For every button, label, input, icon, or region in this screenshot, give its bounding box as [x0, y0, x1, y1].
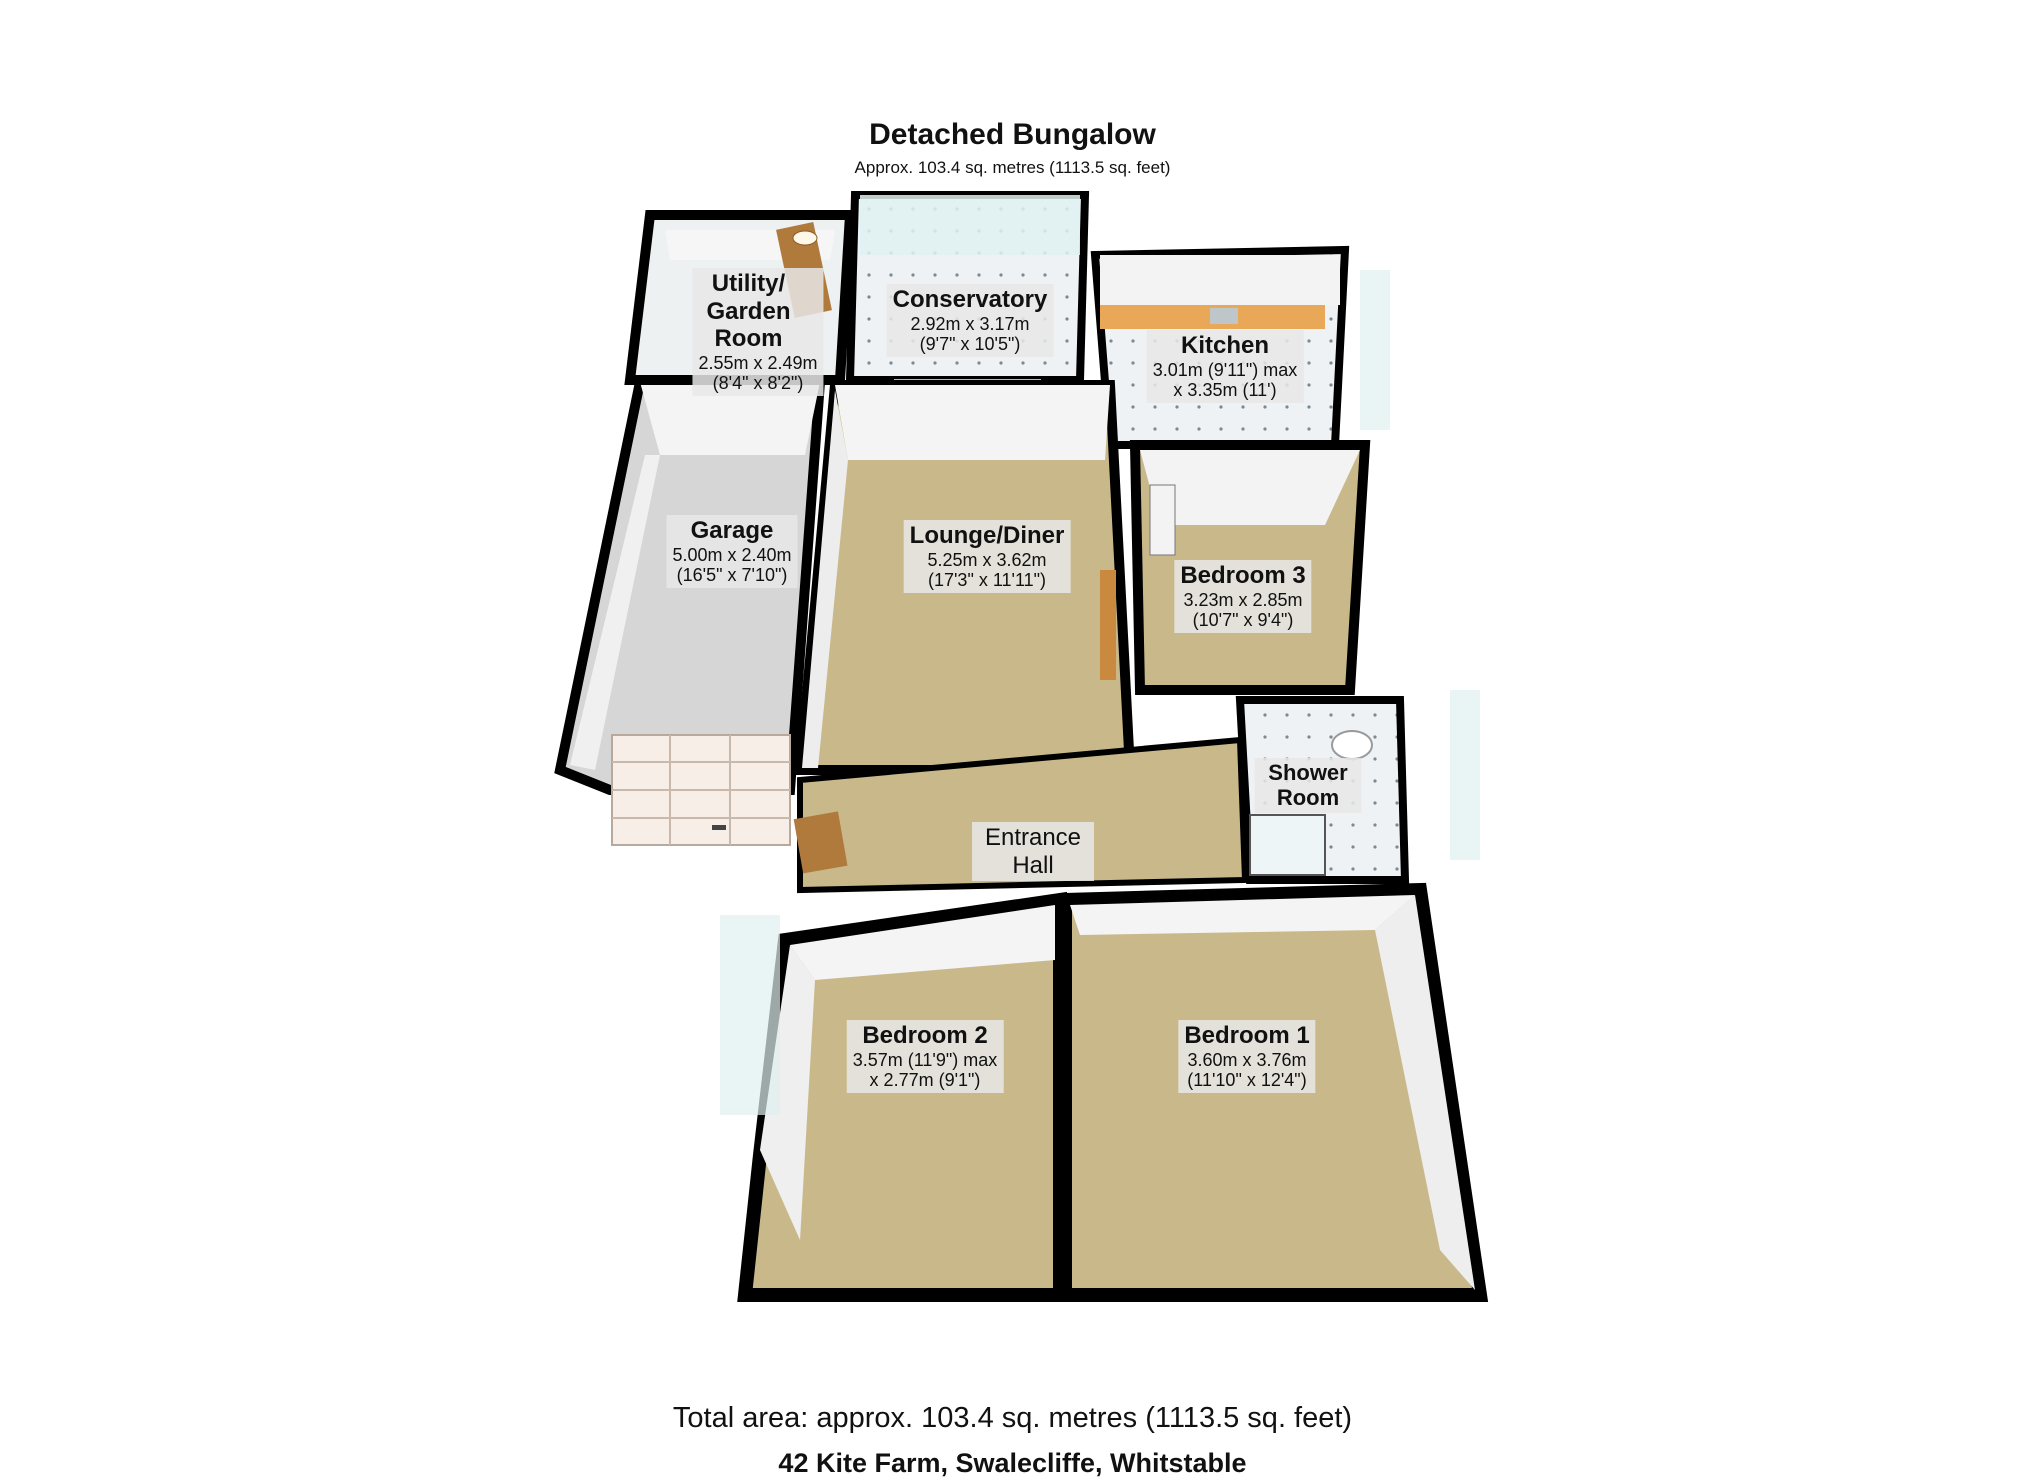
room-label-conservatory: Conservatory 2.92m x 3.17m (9'7" x 10'5"…: [886, 284, 1054, 357]
page-title: Detached Bungalow: [869, 118, 1156, 151]
room-name: Bedroom 3: [1180, 562, 1306, 589]
windows: [720, 270, 1480, 1115]
room-dimensions: 3.01m (9'11") max: [1152, 359, 1298, 380]
room-dimensions: 3.57m (11'9") max: [852, 1049, 998, 1070]
room-label-bedroom-1: Bedroom 1 3.60m x 3.76m (11'10" x 12'4"): [1178, 1020, 1316, 1093]
room-label-hall: Entrance Hall: [972, 822, 1094, 882]
room-label-lounge: Lounge/Diner 5.25m x 3.62m (17'3" x 11'1…: [903, 520, 1071, 593]
room-label-bedroom-2: Bedroom 2 3.57m (11'9") max x 2.77m (9'1…: [846, 1020, 1004, 1093]
room-name: Entrance Hall: [984, 824, 1082, 879]
total-area-caption: Total area: approx. 103.4 sq. metres (11…: [672, 1402, 1353, 1434]
room-dimensions: 5.25m x 3.62m: [927, 549, 1047, 570]
room-dimensions: 2.55m x 2.49m: [698, 352, 818, 373]
room-dimensions-imperial: (11'10" x 12'4"): [1187, 1070, 1307, 1091]
property-address: 42 Kite Farm, Swalecliffe, Whitstable: [778, 1448, 1247, 1478]
room-label-shower: Shower Room: [1254, 758, 1362, 813]
bedroom-2-room: [737, 891, 1067, 1302]
room-dimensions-imperial: x 3.35m (11'): [1173, 380, 1277, 401]
room-dimensions: 3.23m x 2.85m: [1183, 589, 1303, 610]
room-dimensions: 5.00m x 2.40m: [672, 544, 792, 565]
room-dimensions: 3.60m x 3.76m: [1187, 1049, 1307, 1070]
room-dimensions-imperial: (10'7" x 9'4"): [1192, 610, 1294, 631]
room-dimensions-imperial: (16'5" x 7'10"): [676, 565, 788, 586]
room-dimensions: 2.92m x 3.17m: [910, 313, 1030, 334]
entrance-hall: [793, 736, 1249, 894]
room-dimensions-imperial: x 2.77m (9'1"): [869, 1070, 981, 1091]
room-label-bedroom-3: Bedroom 3 3.23m x 2.85m (10'7" x 9'4"): [1174, 560, 1312, 633]
garage-door: [611, 734, 791, 846]
page-subtitle: Approx. 103.4 sq. metres (1113.5 sq. fee…: [854, 158, 1171, 177]
room-dimensions-imperial: (17'3" x 11'11"): [927, 570, 1047, 591]
room-label-garage: Garage 5.00m x 2.40m (16'5" x 7'10"): [666, 515, 798, 588]
lounge-room: [794, 380, 1136, 775]
room-name: Bedroom 1: [1184, 1022, 1310, 1049]
room-label-utility: Utility/ Garden Room 2.55m x 2.49m (8'4"…: [692, 268, 824, 397]
room-name: Utility/ Garden Room: [706, 270, 791, 353]
room-dimensions-imperial: (9'7" x 10'5"): [919, 334, 1021, 355]
room-label-kitchen: Kitchen 3.01m (9'11") max x 3.35m (11'): [1146, 330, 1304, 403]
room-name: Lounge/Diner: [909, 522, 1065, 549]
room-dimensions-imperial: (8'4" x 8'2"): [712, 373, 804, 394]
room-name: Kitchen: [1180, 332, 1270, 359]
room-name: Shower Room: [1268, 760, 1348, 811]
room-name: Bedroom 2: [862, 1022, 988, 1049]
room-name: Garage: [690, 517, 774, 544]
room-name: Conservatory: [892, 286, 1048, 313]
